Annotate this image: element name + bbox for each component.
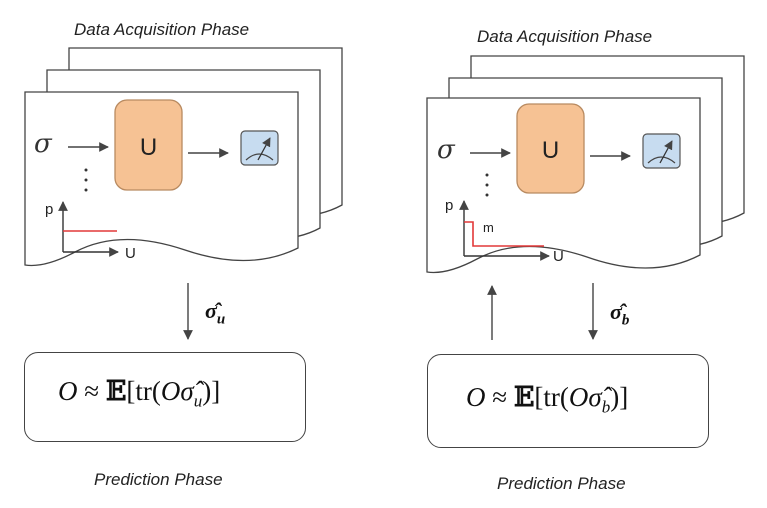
data-acquisition-title-left: Data Acquisition Phase: [74, 20, 250, 39]
plot-marker-label: m: [483, 220, 494, 235]
input-state-symbol: σ: [34, 129, 53, 159]
unitary-box: [516, 103, 585, 194]
ellipsis-dots: [84, 168, 88, 192]
prediction-box-left: [24, 352, 306, 442]
estimator-right-base: σ̂: [610, 299, 622, 324]
formula-op: O: [568, 382, 589, 412]
estimator-left-base: σ̂: [205, 298, 217, 323]
prediction-box-right: [427, 354, 709, 448]
plot-x-label: U: [125, 245, 136, 262]
ellipsis-dots: [485, 173, 489, 197]
prediction-label-right: Prediction Phase: [497, 474, 626, 493]
unitary-label: U: [140, 134, 157, 161]
estimator-right: σ̂b: [610, 299, 629, 329]
formula-approx: ≈: [492, 382, 508, 412]
formula-hat: σ̂: [588, 382, 602, 412]
formula-close: )]: [610, 382, 629, 412]
formula-lhs: O: [58, 376, 78, 406]
estimator-left: σ̂u: [205, 298, 225, 328]
formula-op: O: [160, 376, 181, 406]
formula-lhs: O: [466, 382, 486, 412]
formula-hat: σ̂: [180, 376, 194, 406]
prediction-formula-left: O ≈ 𝔼[tr(Oσ̂u)]: [58, 376, 220, 411]
prediction-formula-right: O ≈ 𝔼[tr(Oσ̂b)]: [466, 382, 628, 417]
plot-y-label: p: [445, 197, 453, 214]
formula-sub: b: [601, 397, 611, 417]
measurement-meter-icon: [642, 133, 681, 169]
unitary-box: [114, 99, 183, 191]
formula-open: [tr(: [534, 382, 569, 412]
measurement-meter-icon: [240, 130, 279, 166]
data-acquisition-title-right: Data Acquisition Phase: [477, 27, 653, 46]
formula-expectation: 𝔼: [513, 382, 535, 413]
estimator-right-sub: b: [621, 312, 630, 329]
step-distribution-line: [464, 221, 544, 247]
plot-x-label: U: [553, 248, 564, 265]
unitary-label: U: [542, 137, 559, 164]
formula-close: )]: [202, 376, 221, 406]
estimator-left-sub: u: [216, 311, 226, 328]
formula-expectation: 𝔼: [105, 376, 127, 407]
left-acquisition-panel: σ U p U: [24, 47, 343, 267]
probability-plot: p U: [45, 201, 136, 262]
right-acquisition-panel: σ U p m U: [426, 55, 745, 274]
formula-approx: ≈: [84, 376, 100, 406]
formula-open: [tr(: [126, 376, 161, 406]
prediction-label-left: Prediction Phase: [94, 470, 223, 489]
probability-plot: p m U: [445, 197, 564, 265]
plot-y-label: p: [45, 201, 53, 218]
input-state-symbol: σ: [437, 135, 456, 165]
formula-sub: u: [193, 391, 203, 411]
